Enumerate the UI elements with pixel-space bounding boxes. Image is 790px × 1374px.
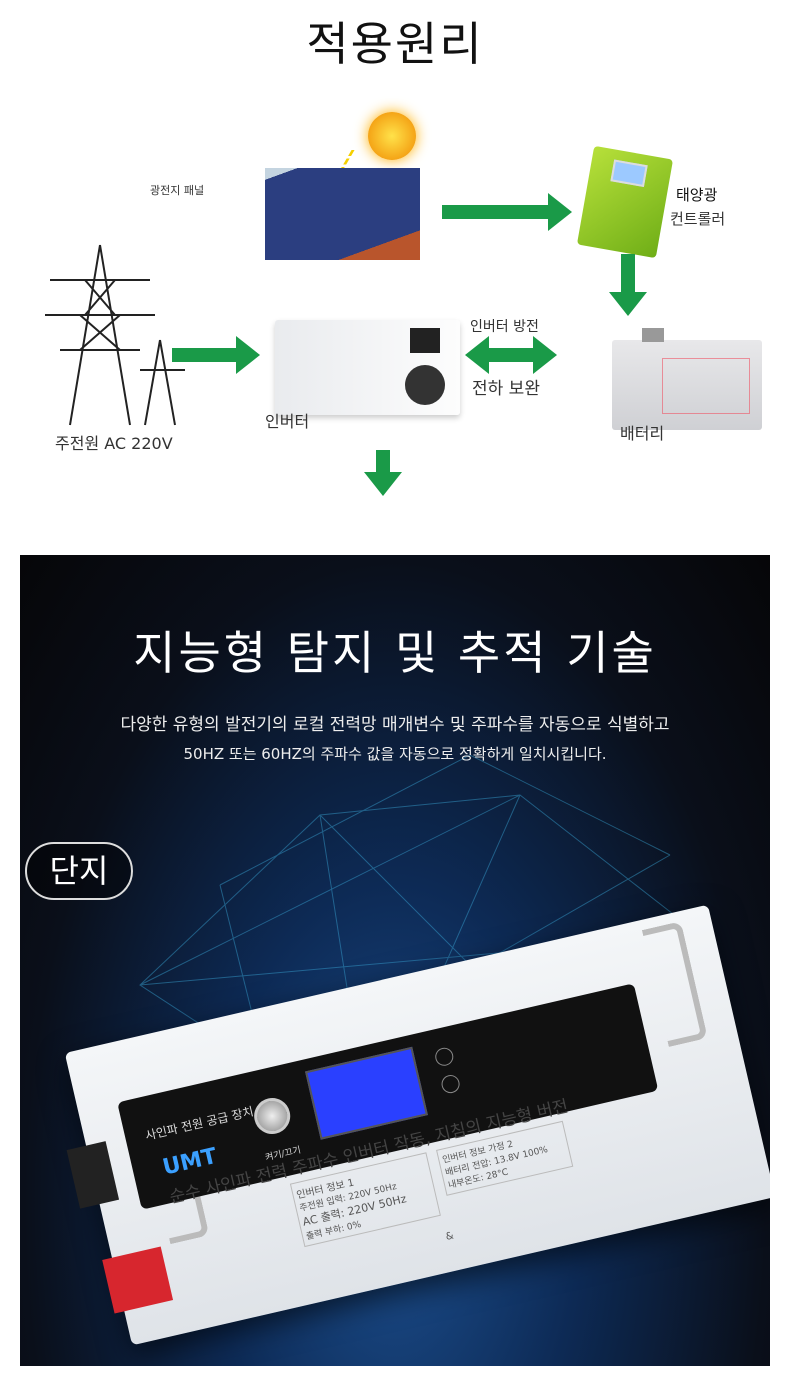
solar-controller-image xyxy=(576,145,674,259)
sun-icon xyxy=(368,112,416,160)
solar-panel-label: 광전지 패널 xyxy=(150,184,205,197)
lcd-screen xyxy=(305,1046,428,1140)
double-arrow-left-head xyxy=(465,336,489,374)
handle-right xyxy=(641,921,708,1048)
controller-label-2: 컨트롤러 xyxy=(670,210,726,228)
feature-title: 지능형 탐지 및 추적 기술 xyxy=(133,626,657,680)
arrow-right-icon xyxy=(172,336,260,374)
power-button[interactable] xyxy=(250,1094,294,1138)
terminal-red xyxy=(102,1246,174,1314)
terminal-black xyxy=(66,1141,120,1209)
controller-label-1: 태양광 xyxy=(676,186,718,204)
badge: 단지 xyxy=(25,842,133,900)
diagram-title: 적용원리 xyxy=(306,17,484,71)
arrow-down-icon xyxy=(364,450,402,496)
arrow-right-icon xyxy=(442,193,572,231)
solar-panel-house-image xyxy=(265,168,420,260)
grid-label: 주전원 AC 220V xyxy=(55,434,173,453)
inverter-label: 인버터 xyxy=(265,412,310,431)
up-button[interactable] xyxy=(433,1045,456,1068)
feature-line-1: 다양한 유형의 발전기의 로컬 전력망 매개변수 및 주파수를 자동으로 식별하… xyxy=(120,715,670,735)
bottom-mark: & xyxy=(444,1230,455,1243)
down-button[interactable] xyxy=(439,1073,462,1095)
inverter-image xyxy=(275,320,460,415)
power-tower-icon xyxy=(45,244,185,426)
battery-image xyxy=(612,328,762,430)
panel-title: 사인파 전원 공급 장치 xyxy=(143,1104,255,1143)
double-arrow-icon xyxy=(485,336,557,374)
discharge-label: 인버터 방전 xyxy=(470,319,539,335)
arrow-down-icon xyxy=(609,254,647,316)
battery-label: 배터리 xyxy=(620,424,665,443)
charge-label: 전하 보완 xyxy=(472,379,540,399)
feature-line-2: 50HZ 또는 60HZ의 주파수 값을 자동으로 정확하게 일치시킵니다. xyxy=(183,745,607,763)
feature-banner: 지능형 탐지 및 추적 기술 다양한 유형의 발전기의 로컬 전력망 매개변수 … xyxy=(20,555,770,1366)
